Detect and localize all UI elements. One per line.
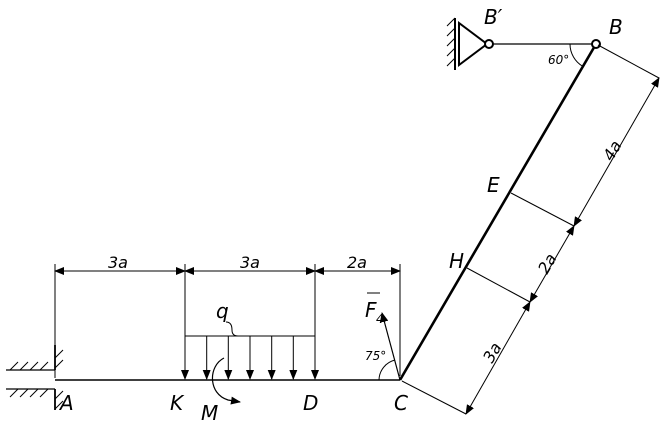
label-q: q [216,299,229,323]
label-M: M [201,401,218,425]
rod-CB [398,43,598,381]
label-H: H [449,249,464,273]
dim-label-AK: 3a [108,253,128,272]
label-C: C [394,391,408,415]
label-F: F [365,298,377,322]
dim-label-HE: 2a [534,250,560,277]
angle-arc-75 [378,359,396,381]
dim-label-KD: 3a [240,253,260,272]
inclined-dimensions [401,44,660,415]
pin-Bprime [484,39,494,49]
label-D: D [303,391,318,415]
dim-label-CH: 3a [479,339,505,366]
label-A: A [58,391,74,415]
moment-arc-M [211,357,241,405]
force-F4-arrow [380,312,401,381]
dim-label-EB: 4a [599,137,625,164]
angle-arc-60 [569,43,584,67]
distributed-load-q [181,321,319,380]
horizontal-dimensions [54,264,401,378]
dim-label-DC: 2a [347,253,367,272]
label-Bprime: B′ [484,5,503,29]
label-angle-60: 60° [548,53,569,67]
label-F4: F 4 [365,292,384,326]
label-B: B [609,15,623,39]
label-F-subscript: 4 [376,312,384,326]
hatch-bottom [9,388,64,410]
label-K: K [170,391,185,415]
hatch-top [9,349,64,371]
fixed-support-A [6,345,64,410]
label-E: E [487,173,500,197]
pin-support-Bprime [446,17,494,70]
pin-B [591,39,601,49]
label-angle-75: 75° [365,349,386,363]
